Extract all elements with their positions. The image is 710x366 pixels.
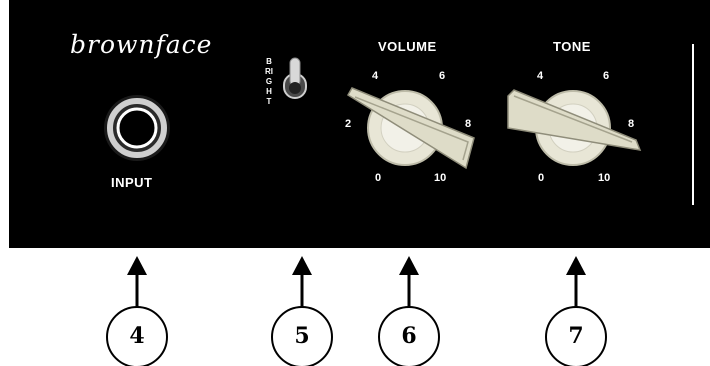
callout-number-7: 7 — [568, 323, 584, 349]
bright-label: BRIGHT — [265, 57, 273, 106]
volume-knob-pointer — [346, 87, 475, 170]
tone-tick-0: 0 — [538, 172, 545, 184]
input-jack[interactable] — [104, 95, 170, 161]
callout-arrow-5 — [271, 256, 333, 366]
volume-tick-8: 8 — [465, 118, 472, 130]
callout-number-5: 5 — [294, 323, 310, 349]
volume-tick-10: 10 — [434, 172, 447, 184]
input-label: INPUT — [111, 175, 153, 190]
tone-tick-10: 10 — [598, 172, 611, 184]
tone-knob[interactable] — [507, 89, 642, 166]
tone-tick-6: 6 — [603, 70, 610, 82]
volume-tick-0: 0 — [375, 172, 382, 184]
volume-label: VOLUME — [378, 39, 437, 54]
callout-arrow-7 — [545, 256, 607, 366]
volume-tick-4: 4 — [372, 70, 379, 82]
tone-tick-8: 8 — [628, 118, 635, 130]
volume-tick-6: 6 — [439, 70, 446, 82]
bright-toggle-switch[interactable] — [283, 57, 307, 99]
tone-tick-4: 4 — [537, 70, 544, 82]
brand-logo: brownface — [70, 30, 213, 59]
callout-arrow-4 — [106, 256, 168, 366]
tone-label: TONE — [553, 39, 591, 54]
volume-knob[interactable] — [346, 87, 475, 170]
callout-number-6: 6 — [401, 323, 417, 349]
volume-tick-2: 2 — [345, 118, 352, 130]
callout-arrow-6 — [378, 256, 440, 366]
callout-number-4: 4 — [129, 323, 145, 349]
